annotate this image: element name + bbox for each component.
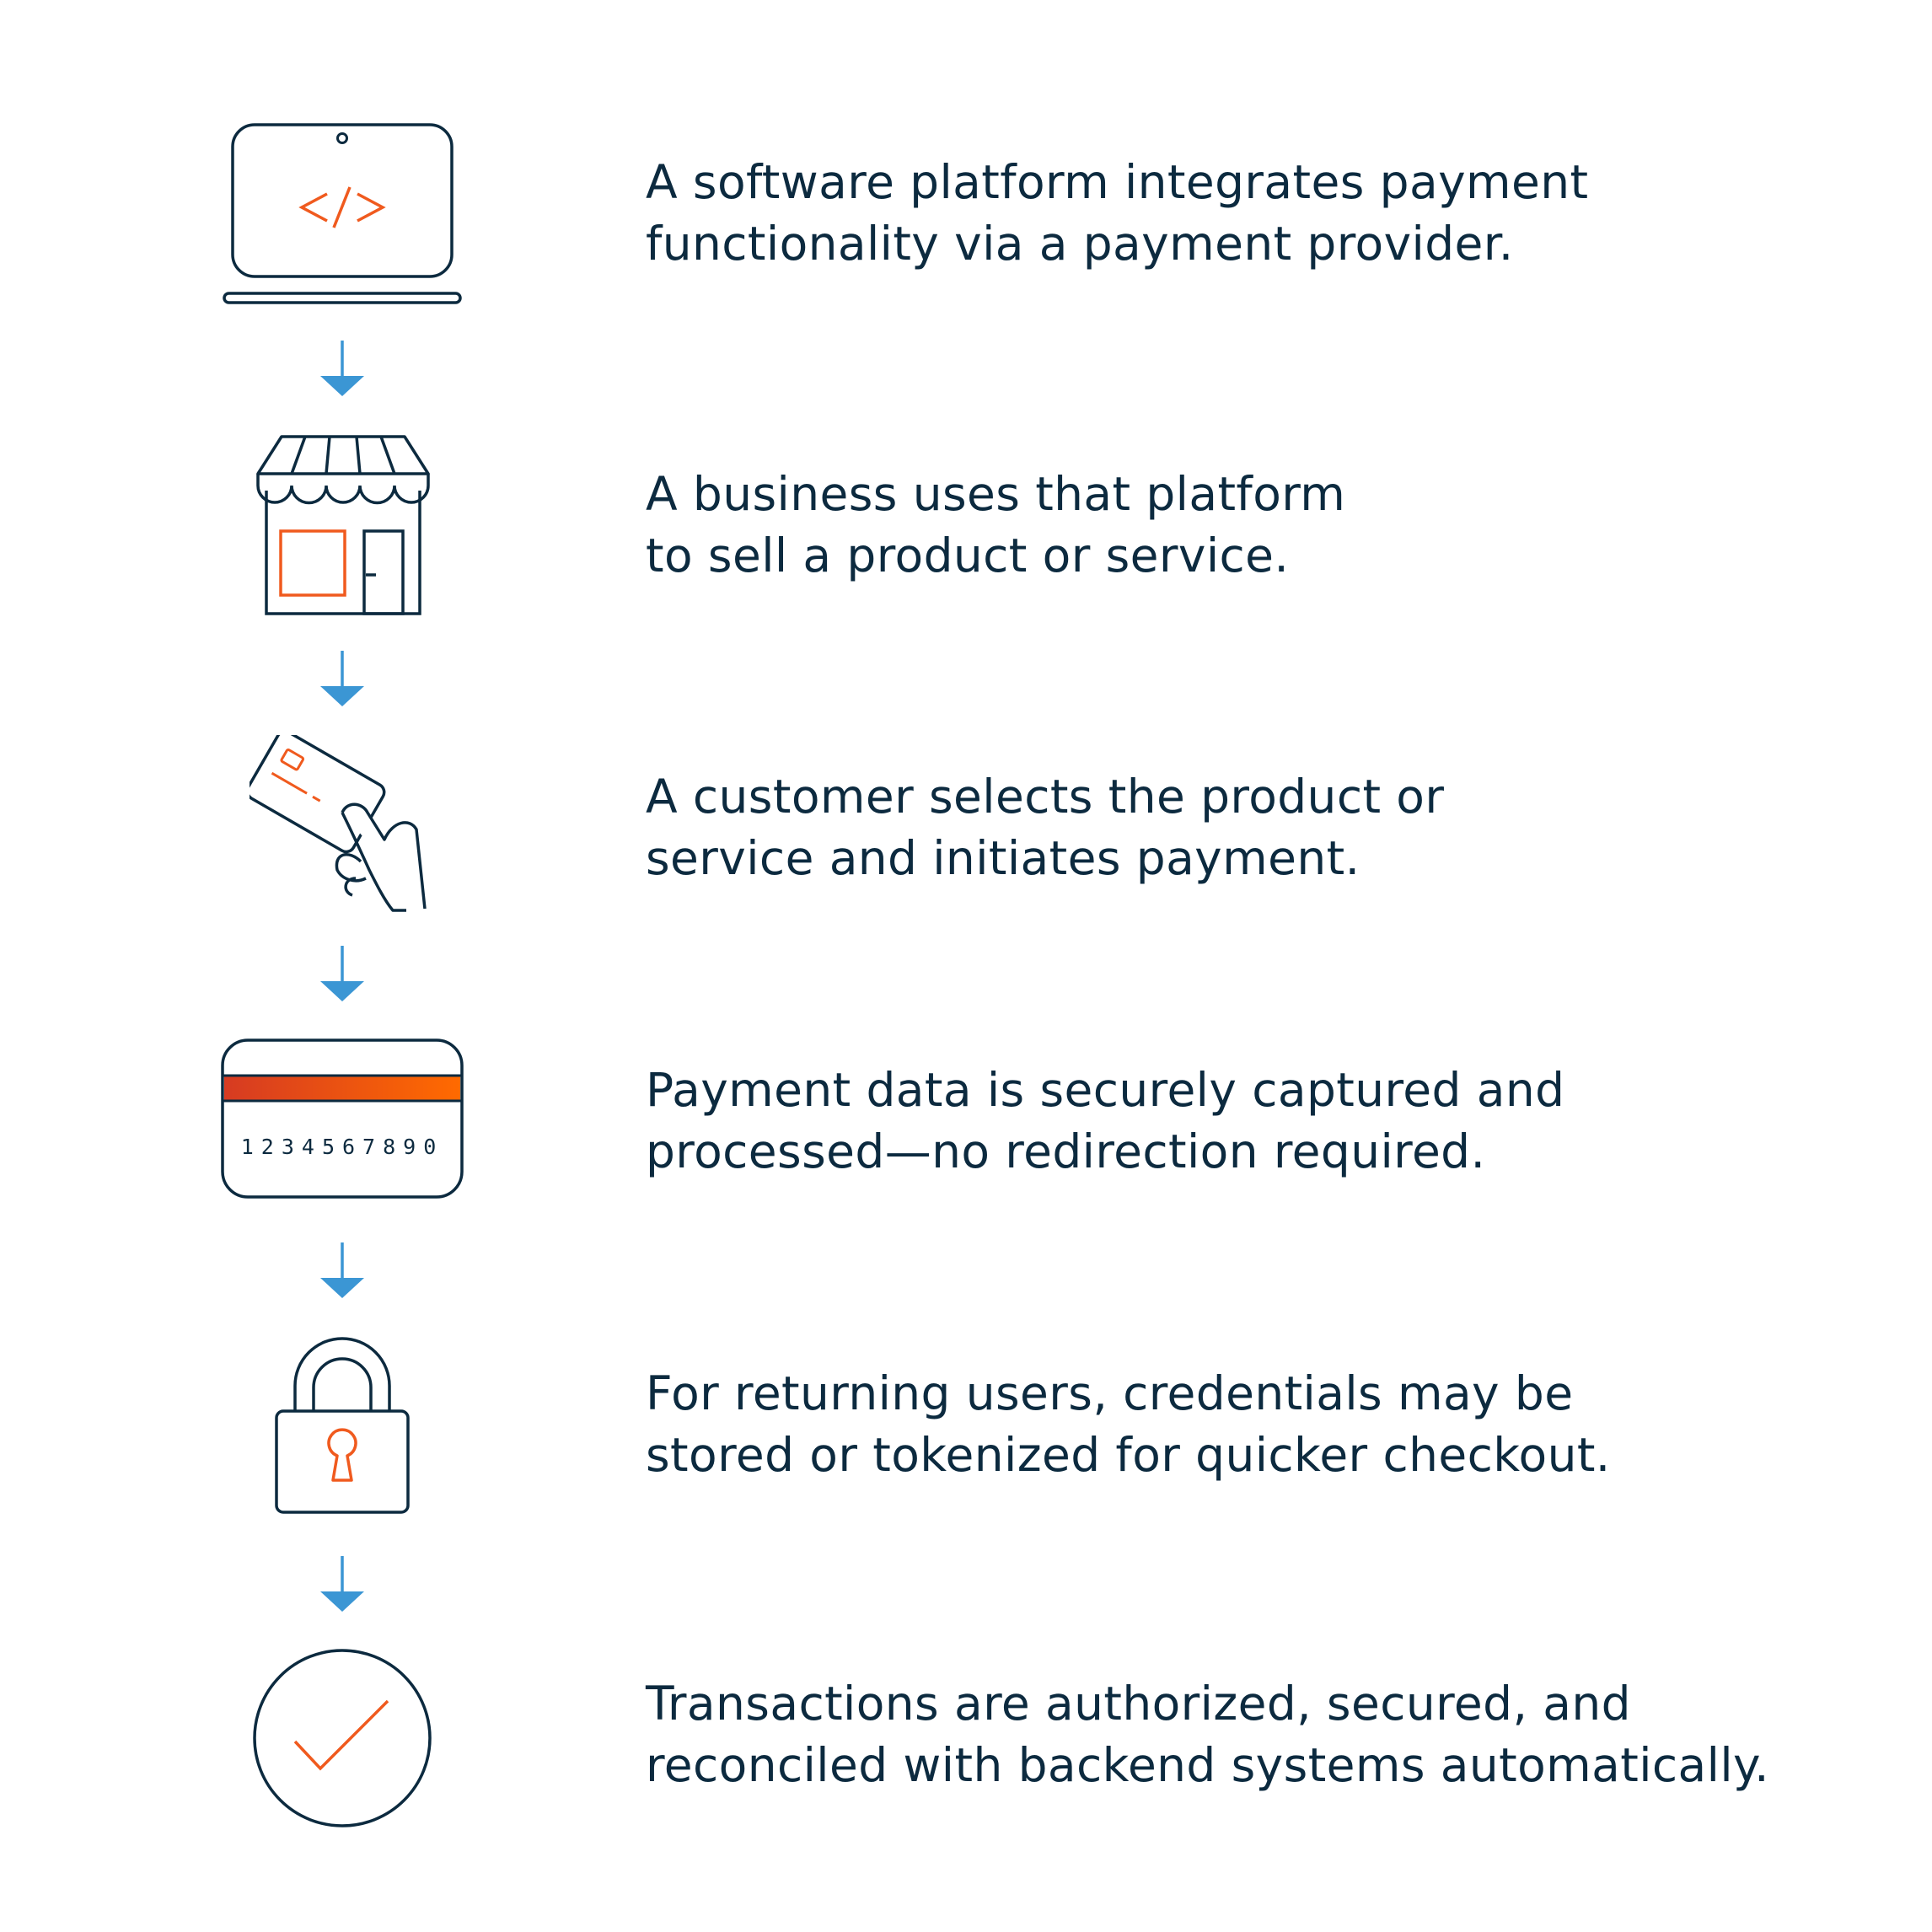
step-6-text: Transactions are authorized, secured, an… xyxy=(646,1673,1769,1796)
step-4-line-1: Payment data is securely captured and xyxy=(646,1063,1565,1117)
checkmark-circle-icon xyxy=(253,1649,432,1827)
step-3-text: A customer selects the product or servic… xyxy=(646,766,1444,889)
flow-arrow-1 xyxy=(320,341,364,396)
step-6-line-2: reconciled with backend systems automati… xyxy=(646,1738,1770,1792)
credit-card-icon: 1234567890 xyxy=(221,1038,464,1199)
step-5-line-1: For returning users, credentials may be xyxy=(646,1366,1574,1420)
padlock-icon xyxy=(275,1337,410,1514)
flow-arrow-5 xyxy=(320,1556,364,1612)
flow-arrow-3 xyxy=(320,946,364,1001)
laptop-code-icon xyxy=(223,123,462,304)
storefront-icon xyxy=(256,435,430,615)
step-2-text: A business uses that platform to sell a … xyxy=(646,464,1345,587)
step-2-line-1: A business uses that platform xyxy=(646,467,1346,521)
card-number: 1234567890 xyxy=(241,1135,444,1159)
step-1-line-1: A software platform integrates payment xyxy=(646,155,1589,209)
step-4-line-2: processed—no redirection required. xyxy=(646,1124,1486,1178)
step-3-line-2: service and initiates payment. xyxy=(646,831,1360,885)
step-1-text: A software platform integrates payment f… xyxy=(646,152,1588,275)
flow-arrow-2 xyxy=(320,651,364,706)
hand-card-icon xyxy=(250,735,427,912)
step-6-line-1: Transactions are authorized, secured, an… xyxy=(646,1677,1631,1731)
step-1-line-2: functionality via a payment provider. xyxy=(646,217,1514,271)
step-2-line-2: to sell a product or service. xyxy=(646,529,1290,582)
step-5-text: For returning users, credentials may be … xyxy=(646,1363,1611,1486)
flow-arrow-4 xyxy=(320,1242,364,1298)
step-3-line-1: A customer selects the product or xyxy=(646,770,1445,824)
step-5-line-2: stored or tokenized for quicker checkout… xyxy=(646,1428,1611,1482)
step-4-text: Payment data is securely captured and pr… xyxy=(646,1060,1564,1183)
